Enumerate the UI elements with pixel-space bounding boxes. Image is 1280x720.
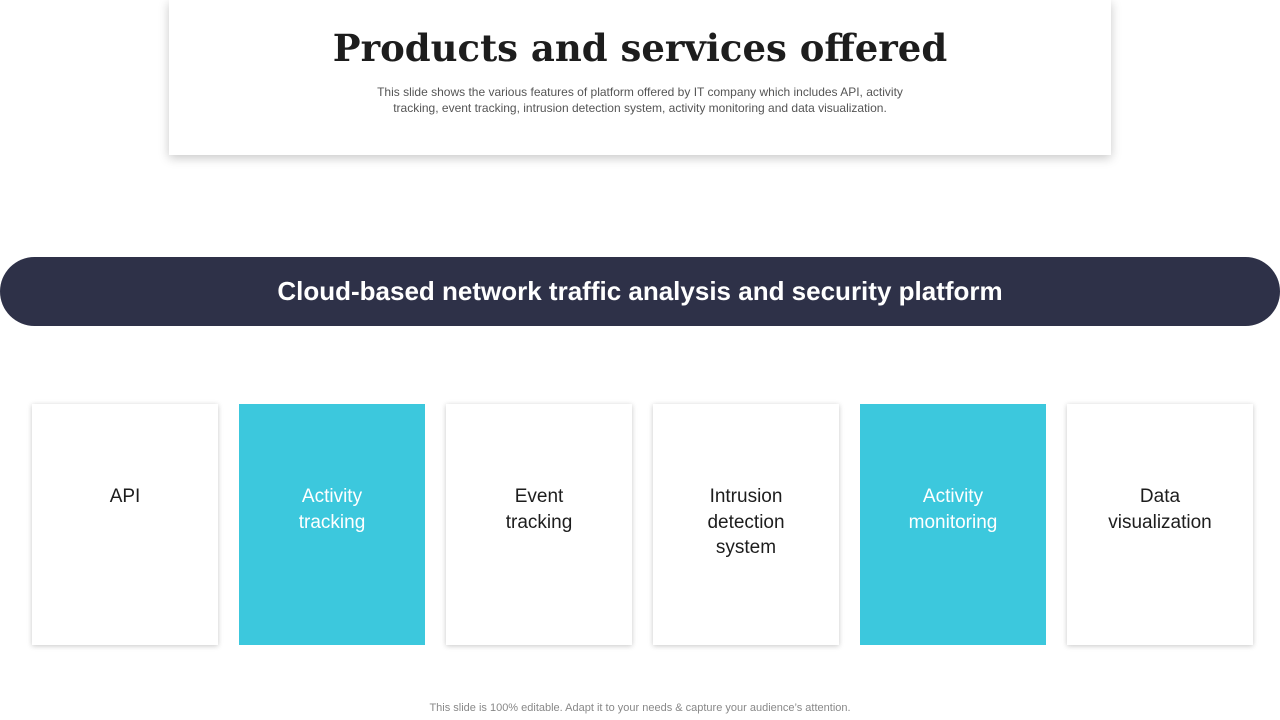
feature-card-label: Intrusion detection system — [707, 486, 785, 558]
feature-card-label: Activity monitoring — [908, 486, 998, 533]
slide-title: Products and services offered — [332, 26, 948, 70]
feature-card-label: API — [109, 486, 141, 507]
feature-card-intrusion-detection: Intrusion detection system — [653, 404, 839, 645]
feature-card-activity-tracking: Activity tracking — [239, 404, 425, 645]
feature-card-label: Event tracking — [505, 486, 573, 533]
feature-card-label: Activity tracking — [298, 486, 366, 533]
feature-card-data-visualization: Data visualization — [1067, 404, 1253, 645]
platform-banner-label: Cloud-based network traffic analysis and… — [277, 276, 1003, 306]
feature-card-event-tracking: Event tracking — [446, 404, 632, 645]
footer-note: This slide is 100% editable. Adapt it to… — [429, 702, 851, 714]
platform-banner: Cloud-based network traffic analysis and… — [0, 257, 1280, 326]
header-card: Products and services offered This slide… — [169, 0, 1111, 155]
feature-card-label: Data visualization — [1108, 486, 1212, 533]
feature-card-api: API — [32, 404, 218, 645]
feature-card-activity-monitoring: Activity monitoring — [860, 404, 1046, 645]
slide-subtitle: This slide shows the various features of… — [377, 85, 903, 115]
